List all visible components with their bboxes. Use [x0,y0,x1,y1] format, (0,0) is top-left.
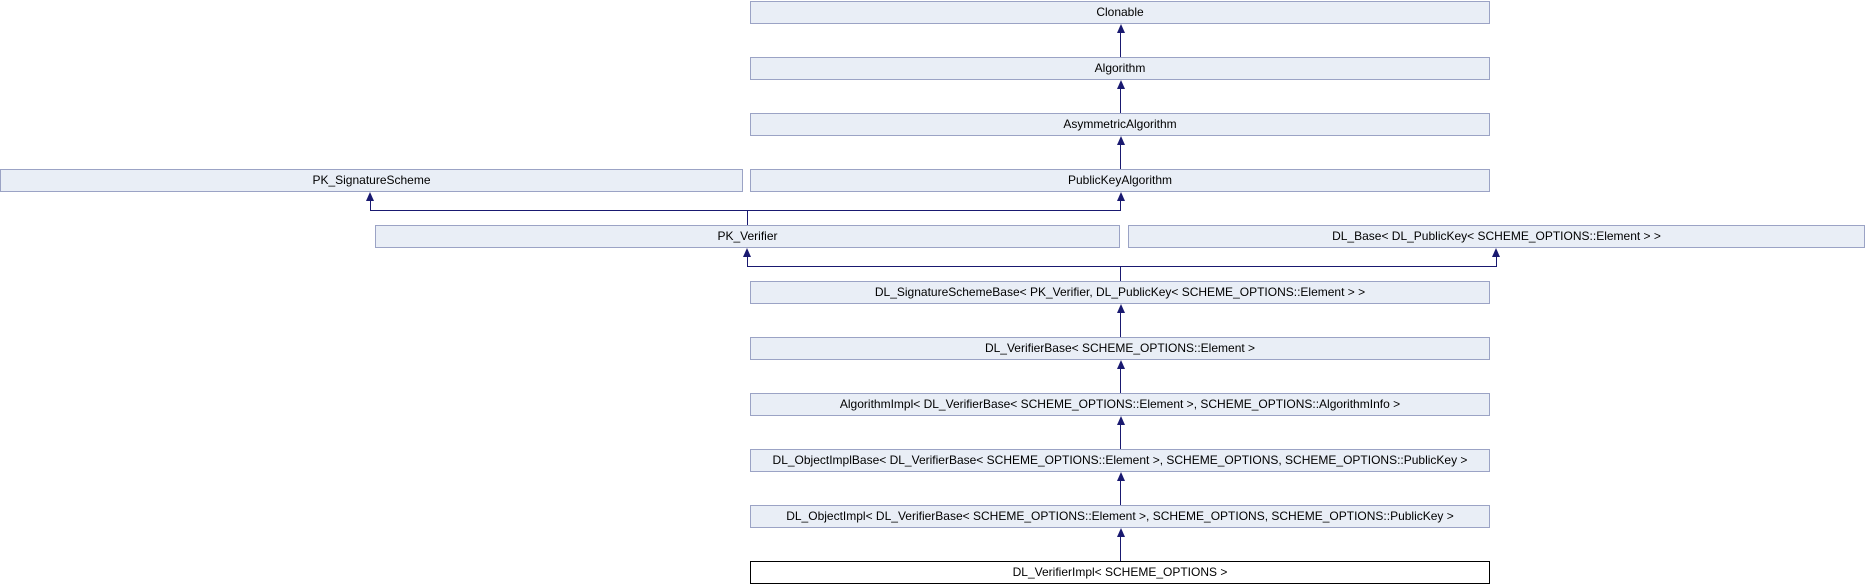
inheritance-edge-line [1120,479,1121,505]
up-arrow-icon [1492,248,1500,257]
up-arrow-icon [1117,472,1125,481]
inheritance-edge-line [1120,311,1121,337]
up-arrow-icon [1117,360,1125,369]
class-node-dl-verifier-base[interactable]: DL_VerifierBase< SCHEME_OPTIONS::Element… [750,337,1490,360]
class-node-dl-signature-scheme-base[interactable]: DL_SignatureSchemeBase< PK_Verifier, DL_… [750,281,1490,304]
inheritance-edge-line [747,255,748,266]
inheritance-edge-line [1120,423,1121,449]
up-arrow-icon [1117,528,1125,537]
inheritance-edge-line [1120,87,1121,113]
up-arrow-icon [743,248,751,257]
inheritance-edge-line [1120,199,1121,210]
class-node-algorithm[interactable]: Algorithm [750,57,1490,80]
class-node-public-key-algorithm[interactable]: PublicKeyAlgorithm [750,169,1490,192]
class-node-dl-object-impl[interactable]: DL_ObjectImpl< DL_VerifierBase< SCHEME_O… [750,505,1490,528]
inheritance-edge-line [1120,535,1121,561]
inheritance-edge-line [1120,31,1121,57]
up-arrow-icon [1117,24,1125,33]
inheritance-edge-line [747,210,748,225]
class-node-asymmetric-algorithm[interactable]: AsymmetricAlgorithm [750,113,1490,136]
class-node-dl-base[interactable]: DL_Base< DL_PublicKey< SCHEME_OPTIONS::E… [1128,225,1865,248]
inheritance-edge-line [370,199,371,210]
inheritance-edge-line [1120,266,1121,281]
up-arrow-icon [1117,416,1125,425]
inheritance-edge-line [747,266,1497,267]
inheritance-edge-line [1496,255,1497,266]
class-node-dl-object-impl-base[interactable]: DL_ObjectImplBase< DL_VerifierBase< SCHE… [750,449,1490,472]
up-arrow-icon [1117,80,1125,89]
up-arrow-icon [366,192,374,201]
up-arrow-icon [1117,192,1125,201]
class-node-clonable[interactable]: Clonable [750,1,1490,24]
inheritance-edge-line [1120,143,1121,169]
class-node-pk-verifier[interactable]: PK_Verifier [375,225,1120,248]
class-node-algorithm-impl[interactable]: AlgorithmImpl< DL_VerifierBase< SCHEME_O… [750,393,1490,416]
up-arrow-icon [1117,136,1125,145]
inheritance-edge-line [370,210,1121,211]
class-node-dl-verifier-impl-current: DL_VerifierImpl< SCHEME_OPTIONS > [750,561,1490,584]
inheritance-edge-line [1120,367,1121,393]
up-arrow-icon [1117,304,1125,313]
class-node-pk-signature-scheme[interactable]: PK_SignatureScheme [0,169,743,192]
